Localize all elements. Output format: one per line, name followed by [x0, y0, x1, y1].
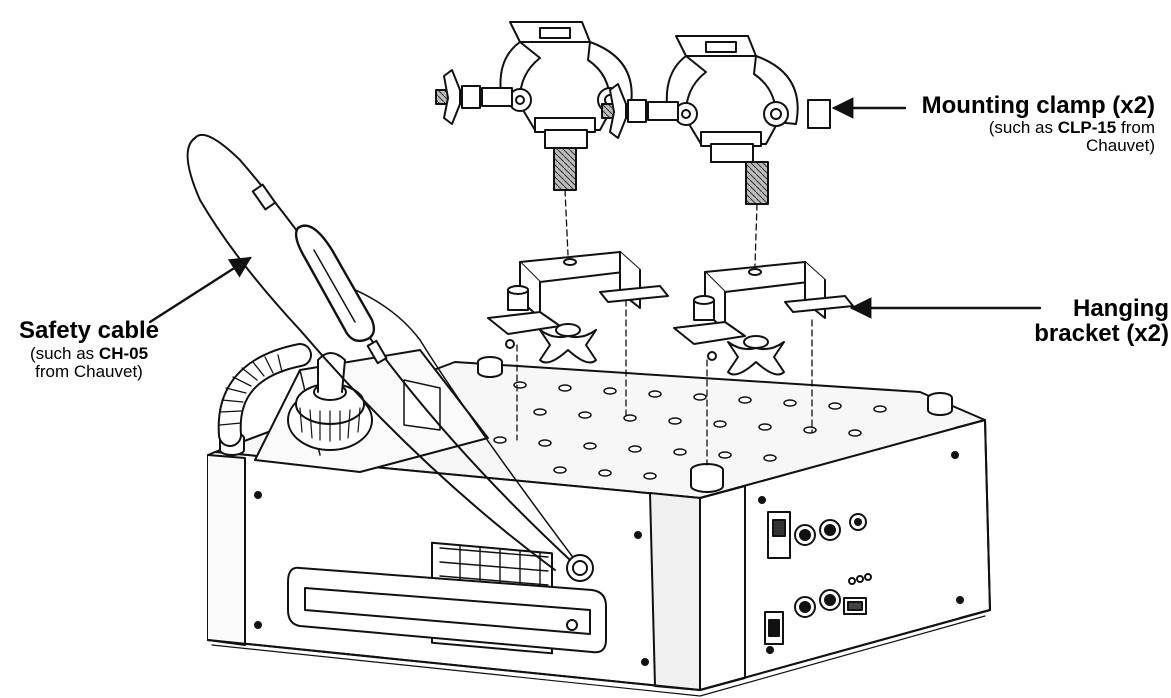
- connector-panel: [764, 511, 872, 645]
- safety-cable-model: CH-05: [98, 344, 149, 364]
- carabiner: [294, 224, 376, 343]
- safety-cable-note: (such as CH-05 from Chauvet): [8, 345, 170, 381]
- hanging-bracket-title-line2: bracket (x2): [1034, 320, 1169, 348]
- top-plate-bolts: [493, 381, 887, 480]
- hanging-bracket-1[interactable]: [487, 251, 669, 364]
- safety-cable-title: Safety cable: [18, 317, 160, 344]
- mounting-clamp-model: CLP-15: [1057, 118, 1117, 138]
- fixture-body: [207, 343, 991, 697]
- alignment-guides: [516, 189, 813, 466]
- safety-cable[interactable]: [186, 133, 573, 571]
- mounting-clamp-label: Mounting clamp (x2) (such as CLP-15 from…: [895, 93, 1155, 155]
- callout-arrows: [148, 97, 1042, 324]
- safety-cable-label: Safety cable (such as CH-05 from Chauvet…: [8, 318, 170, 381]
- arrow-safety-cable: [148, 256, 252, 324]
- hanging-bracket-label: Hanging bracket (x2): [959, 296, 1169, 346]
- mounting-clamp-note-line2: Chauvet): [1086, 136, 1155, 156]
- mounting-clamp-note: (such as CLP-15 from Chauvet): [895, 119, 1155, 155]
- mounting-clamp-2[interactable]: [601, 35, 831, 205]
- mounting-clamp-note-suffix: from: [1116, 118, 1155, 138]
- safety-cable-note-line2: from Chauvet): [35, 362, 143, 382]
- fluid-cap-assembly: [217, 343, 489, 473]
- hanging-bracket-title-line1: Hanging: [1073, 295, 1169, 322]
- safety-cable-note-prefix: (such as: [29, 344, 99, 364]
- mounting-clamp-title: Mounting clamp (x2): [921, 92, 1155, 119]
- mounting-clamp-note-prefix: (such as: [988, 118, 1058, 138]
- hanging-bracket-2[interactable]: [673, 261, 854, 376]
